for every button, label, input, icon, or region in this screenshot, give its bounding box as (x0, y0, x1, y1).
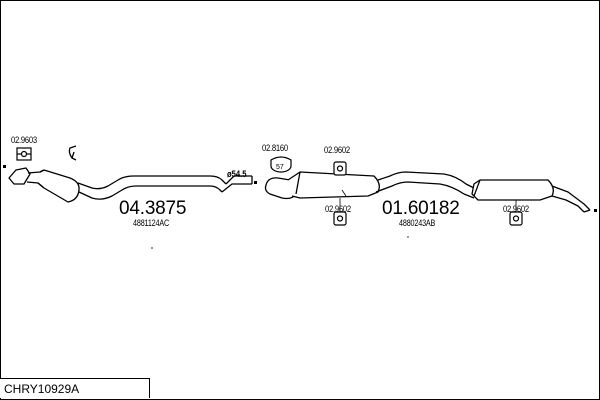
pipe-diameter-label: ø54.5 (227, 169, 247, 179)
right-edge-mark (594, 209, 597, 212)
hanger-icon-rear (509, 211, 523, 226)
gasket-label: 02.8160 (262, 143, 288, 153)
gasket-inner-label: 57 (276, 164, 284, 171)
diagram-title: CHRY10929A (0, 378, 150, 398)
front-flange (8, 167, 31, 185)
rear-section-part-number: 01.60182 (382, 198, 460, 219)
front-pipe-section (8, 167, 253, 203)
rear-section-oem-number: 4880243AB (399, 218, 436, 228)
hook-icon (68, 145, 77, 161)
front-clamp-icon (16, 147, 32, 161)
hanger-rear-label: 02.9602 (503, 204, 529, 214)
front-pipe-oem-number: 4881124AC (133, 218, 170, 228)
front-clamp-label: 02.9603 (11, 135, 37, 145)
rear-section (264, 171, 591, 213)
leader-lines (151, 189, 517, 249)
hanger-icon-bottom (333, 211, 347, 226)
hanger-top-label: 02.9602 (324, 145, 350, 155)
left-edge-mark (3, 165, 6, 168)
hanger-bottom-label: 02.9602 (325, 204, 351, 214)
gasket-icon: 57 (270, 156, 292, 173)
front-pipe-part-number: 04.3875 (119, 198, 187, 219)
hanger-icon-top (333, 161, 347, 176)
rear-muffler (471, 179, 554, 201)
